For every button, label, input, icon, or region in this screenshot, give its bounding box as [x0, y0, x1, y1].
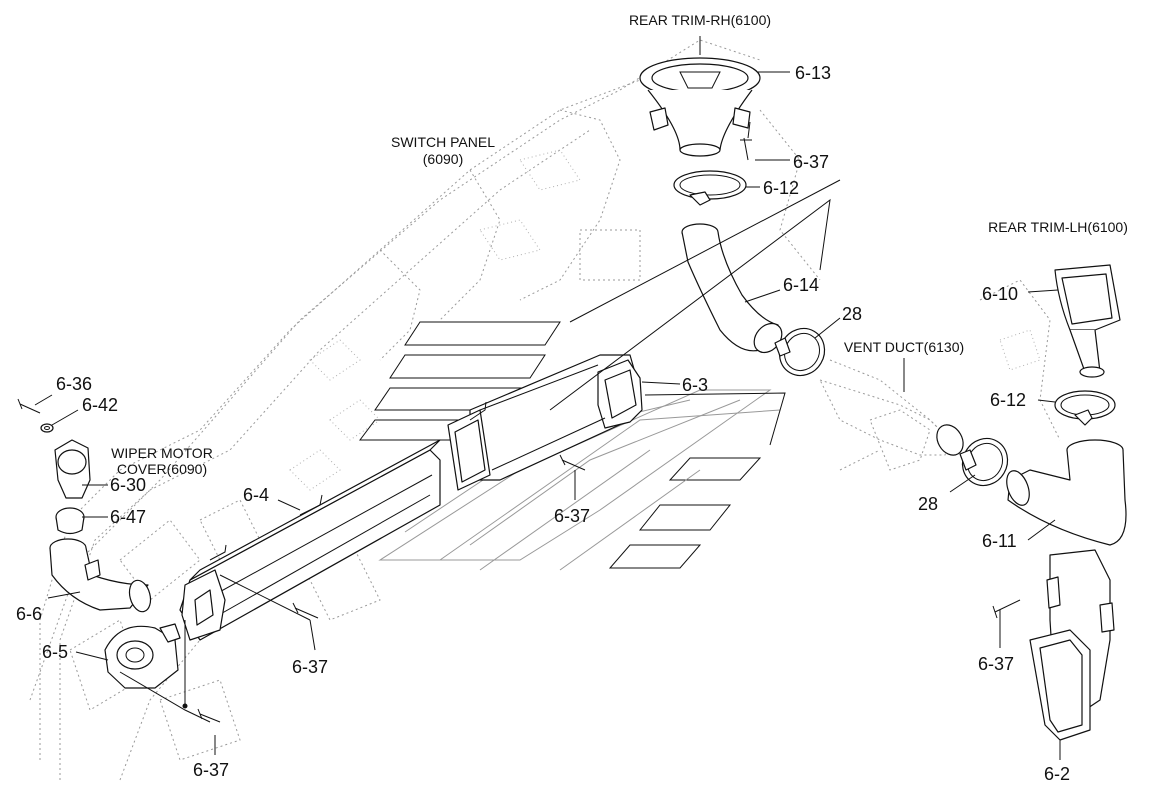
clamp-28-bottom [959, 437, 1009, 487]
label-wiper-motor: WIPER MOTOR [111, 445, 213, 461]
part-label-6-36: 6-36 [56, 374, 92, 394]
ring-6-47 [55, 507, 85, 535]
vent-duct-connector [819, 379, 964, 456]
clamp-6-12-top [673, 170, 747, 206]
part-label-6-2: 6-2 [1044, 764, 1070, 784]
screw-6-37-lower [292, 602, 319, 619]
vent-6-30 [54, 439, 91, 499]
label-switch-panel: SWITCH PANEL [391, 134, 495, 150]
label-vent-duct: VENT DUCT(6130) [844, 339, 964, 355]
cover-6-5 [104, 623, 181, 689]
part-label-6-30: 6-30 [110, 475, 146, 495]
area-labels: REAR TRIM-RH(6100) REAR TRIM-LH(6100) SW… [111, 12, 1128, 477]
part-label-6-4: 6-4 [243, 485, 269, 505]
part-label-6-10: 6-10 [982, 284, 1018, 304]
elbow-6-11 [1006, 439, 1127, 546]
screw-6-36 [17, 398, 41, 414]
label-wiper-cover: COVER(6090) [117, 461, 207, 477]
duct-6-2 [1029, 549, 1115, 741]
pipe-6-6 [49, 538, 152, 613]
part-label-6-13: 6-13 [795, 63, 831, 83]
part-labels: 6-13 6-37 6-12 6-14 28 6-3 6-37 6-4 6-37… [16, 63, 1070, 784]
vent-6-13 [639, 57, 761, 157]
washer-6-42 [40, 423, 54, 433]
part-label-6-37-top: 6-37 [793, 152, 829, 172]
part-label-6-47: 6-47 [110, 507, 146, 527]
screw-6-37-mid [559, 454, 586, 471]
part-label-6-42: 6-42 [82, 395, 118, 415]
label-rear-trim-rh: REAR TRIM-RH(6100) [629, 12, 771, 28]
part-label-6-3: 6-3 [682, 375, 708, 395]
vent-6-10 [1054, 264, 1121, 378]
duct-6-3 [447, 354, 643, 491]
junction-dot [182, 703, 188, 709]
part-label-6-37-mid: 6-37 [554, 506, 590, 526]
part-label-6-37-right: 6-37 [978, 654, 1014, 674]
part-label-6-5: 6-5 [42, 642, 68, 662]
leader-lines [34, 36, 1061, 760]
clamp-28-top [774, 327, 826, 377]
part-label-6-12-top: 6-12 [763, 178, 799, 198]
screw-6-37-right [992, 599, 1021, 619]
part-label-28-bottom: 28 [918, 494, 938, 514]
part-label-6-37-bottom: 6-37 [193, 760, 229, 780]
duct-6-4 [179, 439, 441, 641]
screw-6-37-bottom [197, 708, 221, 723]
label-rear-trim-lh: REAR TRIM-LH(6100) [988, 219, 1128, 235]
clamp-6-12-bottom [1054, 390, 1116, 426]
part-label-6-14: 6-14 [783, 275, 819, 295]
hose-6-14 [681, 223, 783, 354]
screw-6-37-top [740, 121, 752, 161]
part-label-6-6: 6-6 [16, 604, 42, 624]
part-label-6-11: 6-11 [982, 531, 1017, 551]
part-label-6-12-bottom: 6-12 [990, 390, 1026, 410]
label-switch-panel-code: (6090) [423, 151, 463, 167]
part-label-6-37-lower: 6-37 [292, 657, 328, 677]
part-label-28-top: 28 [842, 304, 862, 324]
